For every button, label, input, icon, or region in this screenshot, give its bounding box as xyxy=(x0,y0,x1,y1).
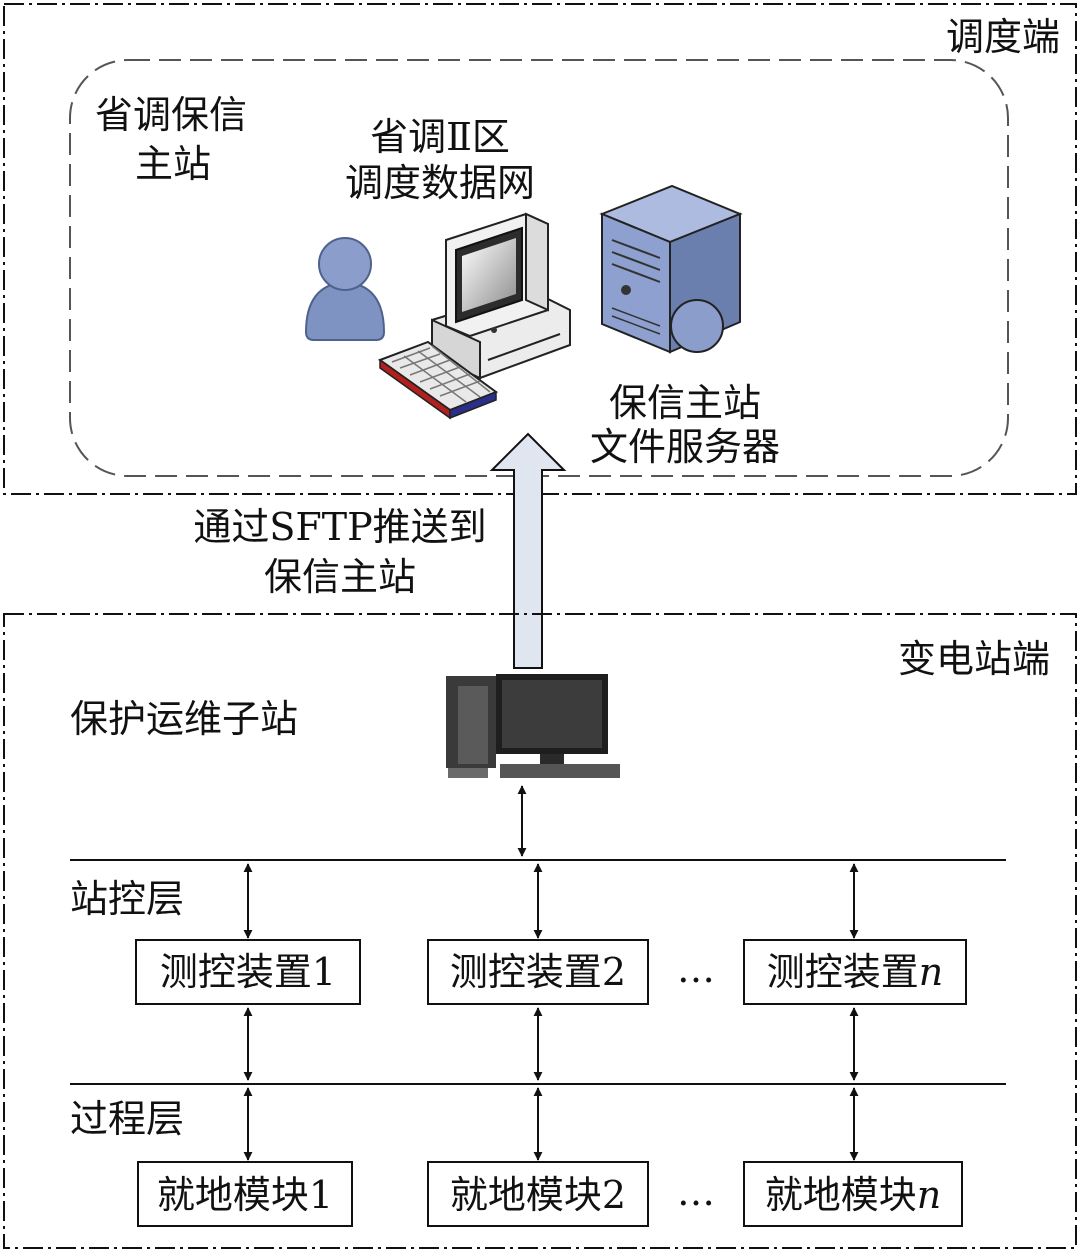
substation-name-label: 保护运维子站 xyxy=(70,697,298,741)
control-device-2: 测控装置2 xyxy=(427,939,649,1005)
local-module-2-suffix: 2 xyxy=(602,1173,626,1217)
process-layer-label: 过程层 xyxy=(70,1097,184,1141)
user-icon xyxy=(304,237,386,341)
svg-text:测控装置1: 测控装置1 xyxy=(160,950,336,994)
local-module-1-suffix: 1 xyxy=(309,1173,333,1217)
local-module-1: 就地模块1 xyxy=(137,1161,353,1227)
workstation-icon xyxy=(377,212,571,420)
substation-zone-label: 变电站端 xyxy=(898,637,1050,681)
transfer-label-line1: 通过SFTP推送到 xyxy=(193,505,486,549)
sftp-upload-arrow xyxy=(489,432,567,669)
file-server-label-line1: 保信主站 xyxy=(609,381,761,425)
data-network-label-line2: 调度数据网 xyxy=(345,161,535,205)
svg-text:就地模块1: 就地模块1 xyxy=(157,1173,333,1217)
local-module-2: 就地模块2 xyxy=(427,1161,649,1227)
substation-zone-frame xyxy=(3,613,1077,1249)
control-device-n-suffix: n xyxy=(919,950,943,994)
local-module-n-name: 就地模块 xyxy=(765,1173,917,1217)
control-device-1-name: 测控装置 xyxy=(160,950,312,994)
control-devices-ellipsis: … xyxy=(677,947,715,991)
server-icon xyxy=(599,184,743,354)
local-module-n: 就地模块n xyxy=(743,1161,963,1227)
data-network-label-line1: 省调Ⅱ区 xyxy=(370,115,510,159)
control-device-n: 测控装置n xyxy=(743,939,967,1005)
master-station-label-line1: 省调保信 xyxy=(95,93,247,137)
transfer-label-line2: 保信主站 xyxy=(264,555,416,599)
control-device-1: 测控装置1 xyxy=(135,939,361,1005)
substation-computer-icon xyxy=(446,674,620,778)
local-modules-ellipsis: … xyxy=(677,1170,715,1214)
control-device-1-suffix: 1 xyxy=(312,950,336,994)
svg-text:就地模块n: 就地模块n xyxy=(765,1173,942,1217)
file-server-label-line2: 文件服务器 xyxy=(590,425,780,469)
device-connectors xyxy=(243,863,859,1161)
svg-text:测控装置n: 测控装置n xyxy=(767,950,944,994)
control-device-2-suffix: 2 xyxy=(602,950,626,994)
svg-text:测控装置2: 测控装置2 xyxy=(450,950,626,994)
local-module-1-name: 就地模块 xyxy=(157,1173,309,1217)
dispatch-zone-label: 调度端 xyxy=(946,15,1060,59)
svg-text:就地模块2: 就地模块2 xyxy=(450,1173,626,1217)
control-device-2-name: 测控装置 xyxy=(450,950,602,994)
control-device-n-name: 测控装置 xyxy=(767,950,919,994)
local-module-n-suffix: n xyxy=(917,1173,941,1217)
master-station-label-line2: 主站 xyxy=(135,142,211,186)
local-module-2-name: 就地模块 xyxy=(450,1173,602,1217)
station-layer-label: 站控层 xyxy=(70,877,184,921)
